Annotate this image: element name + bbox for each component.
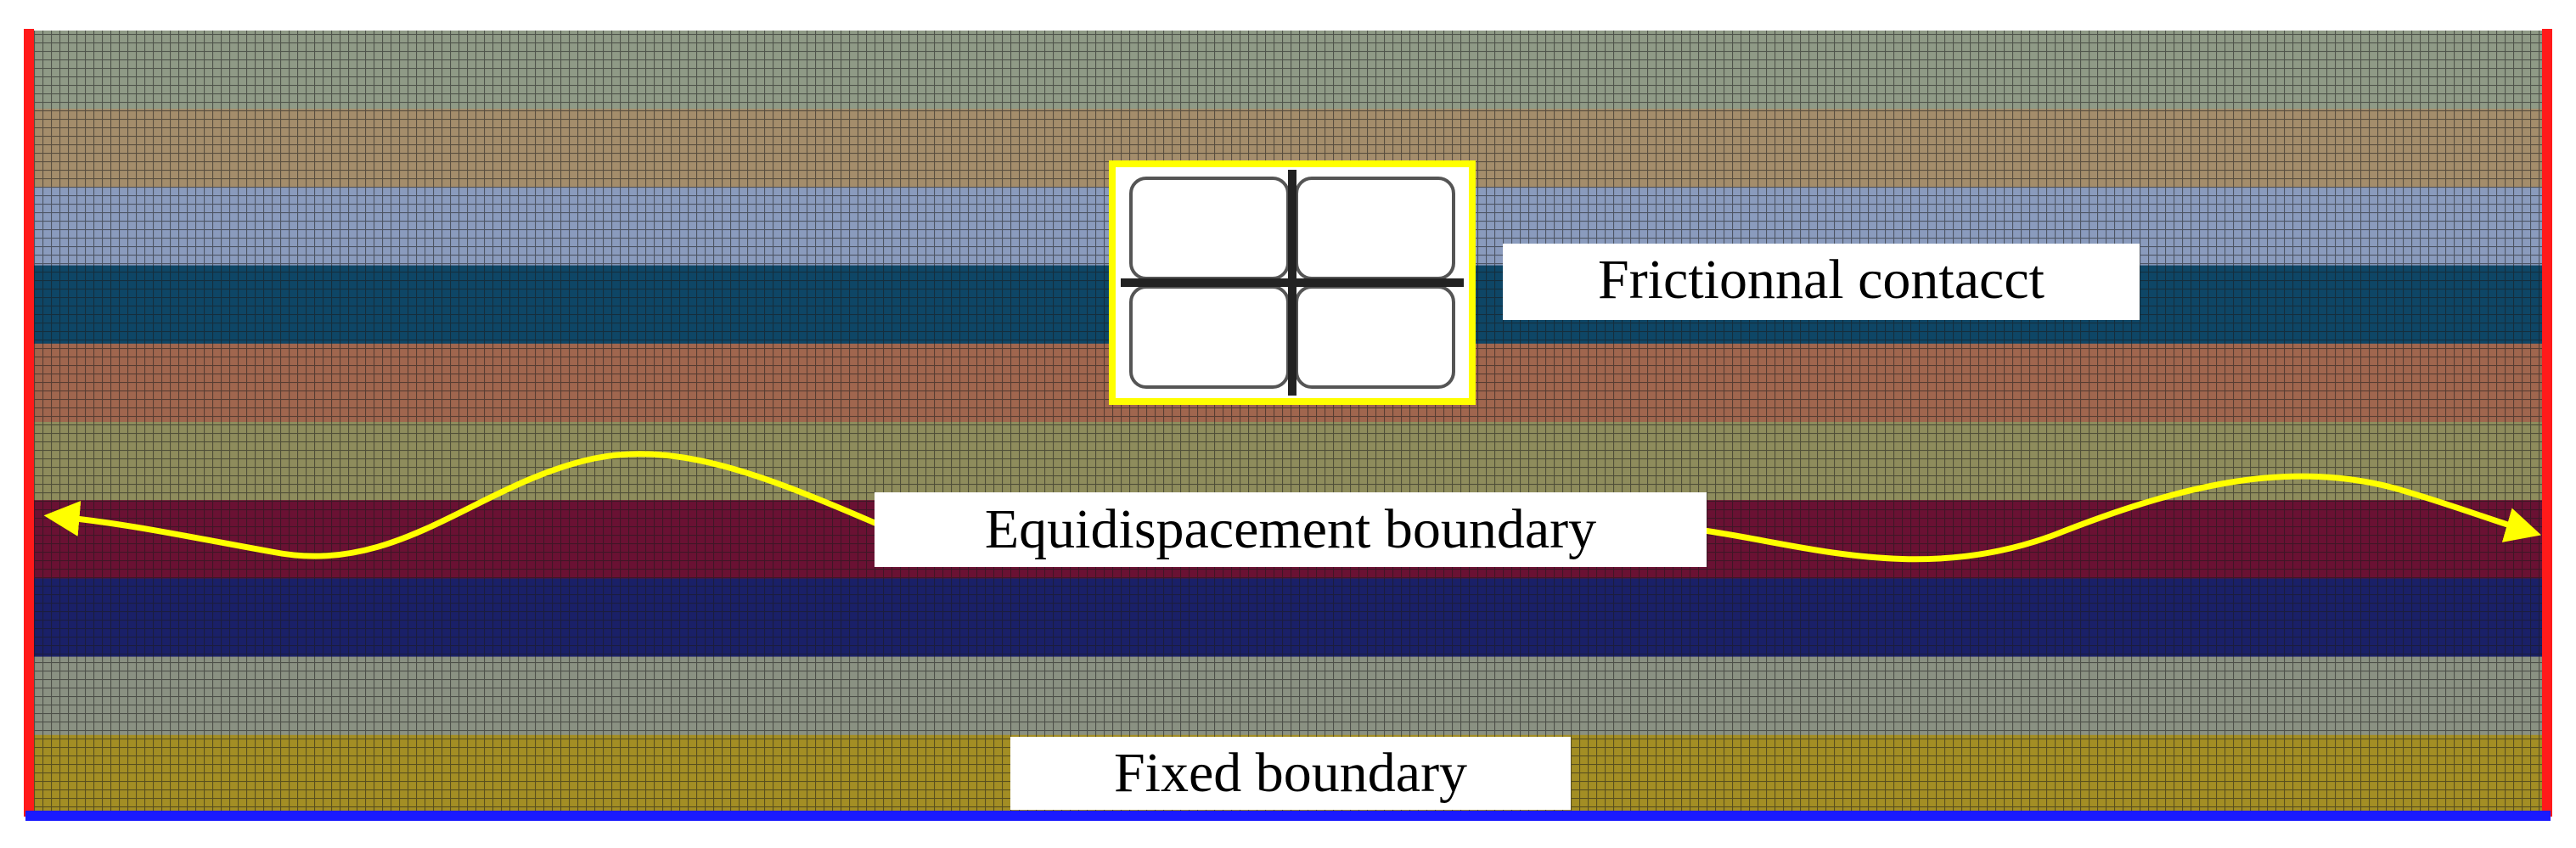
equidisplacement-text: Equidispacement boundary [985,498,1596,560]
frictional-contact-outline [1109,160,1476,405]
equidisplacement-label: Equidispacement boundary [875,492,1707,567]
fixed-boundary-label: Fixed boundary [1010,737,1571,810]
finite-element-mesh [31,31,2545,813]
fixed-boundary-text: Fixed boundary [1114,742,1467,804]
roadway-cell [1295,285,1455,389]
frictional-contact-label: Frictionnal contacct [1503,244,2140,320]
roadway-cell [1295,177,1455,280]
equidisplacement-arrow-right [1697,473,2542,563]
roadway-cell [1129,285,1290,389]
frictional-contact-text: Frictionnal contacct [1598,249,2044,311]
equidisplacement-arrow-left [43,451,880,559]
roadway-section [1109,160,1476,405]
roadway-cell [1129,177,1290,280]
